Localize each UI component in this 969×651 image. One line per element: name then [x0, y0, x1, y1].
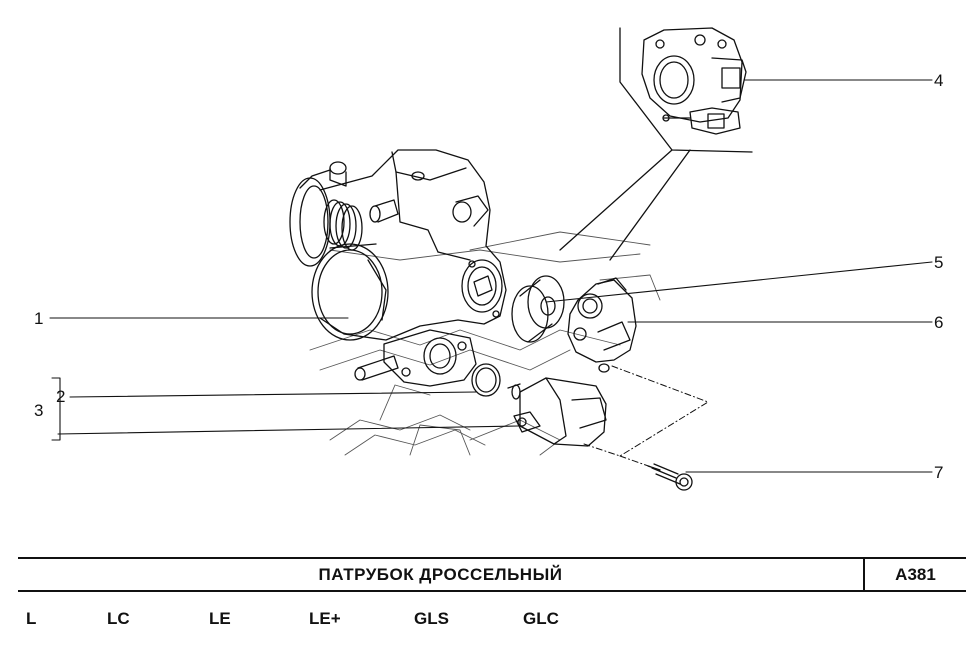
trim-le: LE: [209, 609, 231, 628]
trim-lc: LC: [107, 609, 130, 628]
trim-glc: GLC: [523, 609, 559, 628]
callout-4: 4: [934, 71, 944, 90]
assembly-lines: [583, 365, 709, 469]
trim-gls: GLS: [414, 609, 449, 628]
trim-le-plus: LE+: [309, 609, 341, 628]
callout-7: 7: [934, 463, 944, 482]
part-2-o-ring: [471, 363, 501, 397]
part-6-position-sensor: [567, 277, 637, 373]
page-title: ПАТРУБОК ДРОССЕЛЬНЫЙ: [318, 565, 563, 584]
part-5-seal: [511, 275, 565, 343]
idle-air-control-valve: [507, 377, 607, 447]
callout-2: 2: [56, 387, 66, 406]
callout-5: 5: [934, 253, 944, 272]
part-7-screw: [647, 463, 693, 491]
diagram-code: A381: [895, 565, 936, 584]
leader-lines: [49, 79, 933, 473]
title-divider: [863, 559, 865, 590]
callout-1: 1: [34, 309, 44, 328]
hidden-outlines: [309, 231, 661, 456]
trim-l: L: [26, 609, 37, 628]
inset-assembly-view: [559, 27, 753, 261]
trim-levels: L LC LE LE+ GLS GLC: [0, 607, 969, 633]
callout-6: 6: [934, 313, 944, 332]
callout-3: 3: [34, 401, 44, 420]
title-block: ПАТРУБОК ДРОССЕЛЬНЫЙ A381: [18, 557, 966, 592]
throttle-body: [289, 149, 507, 387]
